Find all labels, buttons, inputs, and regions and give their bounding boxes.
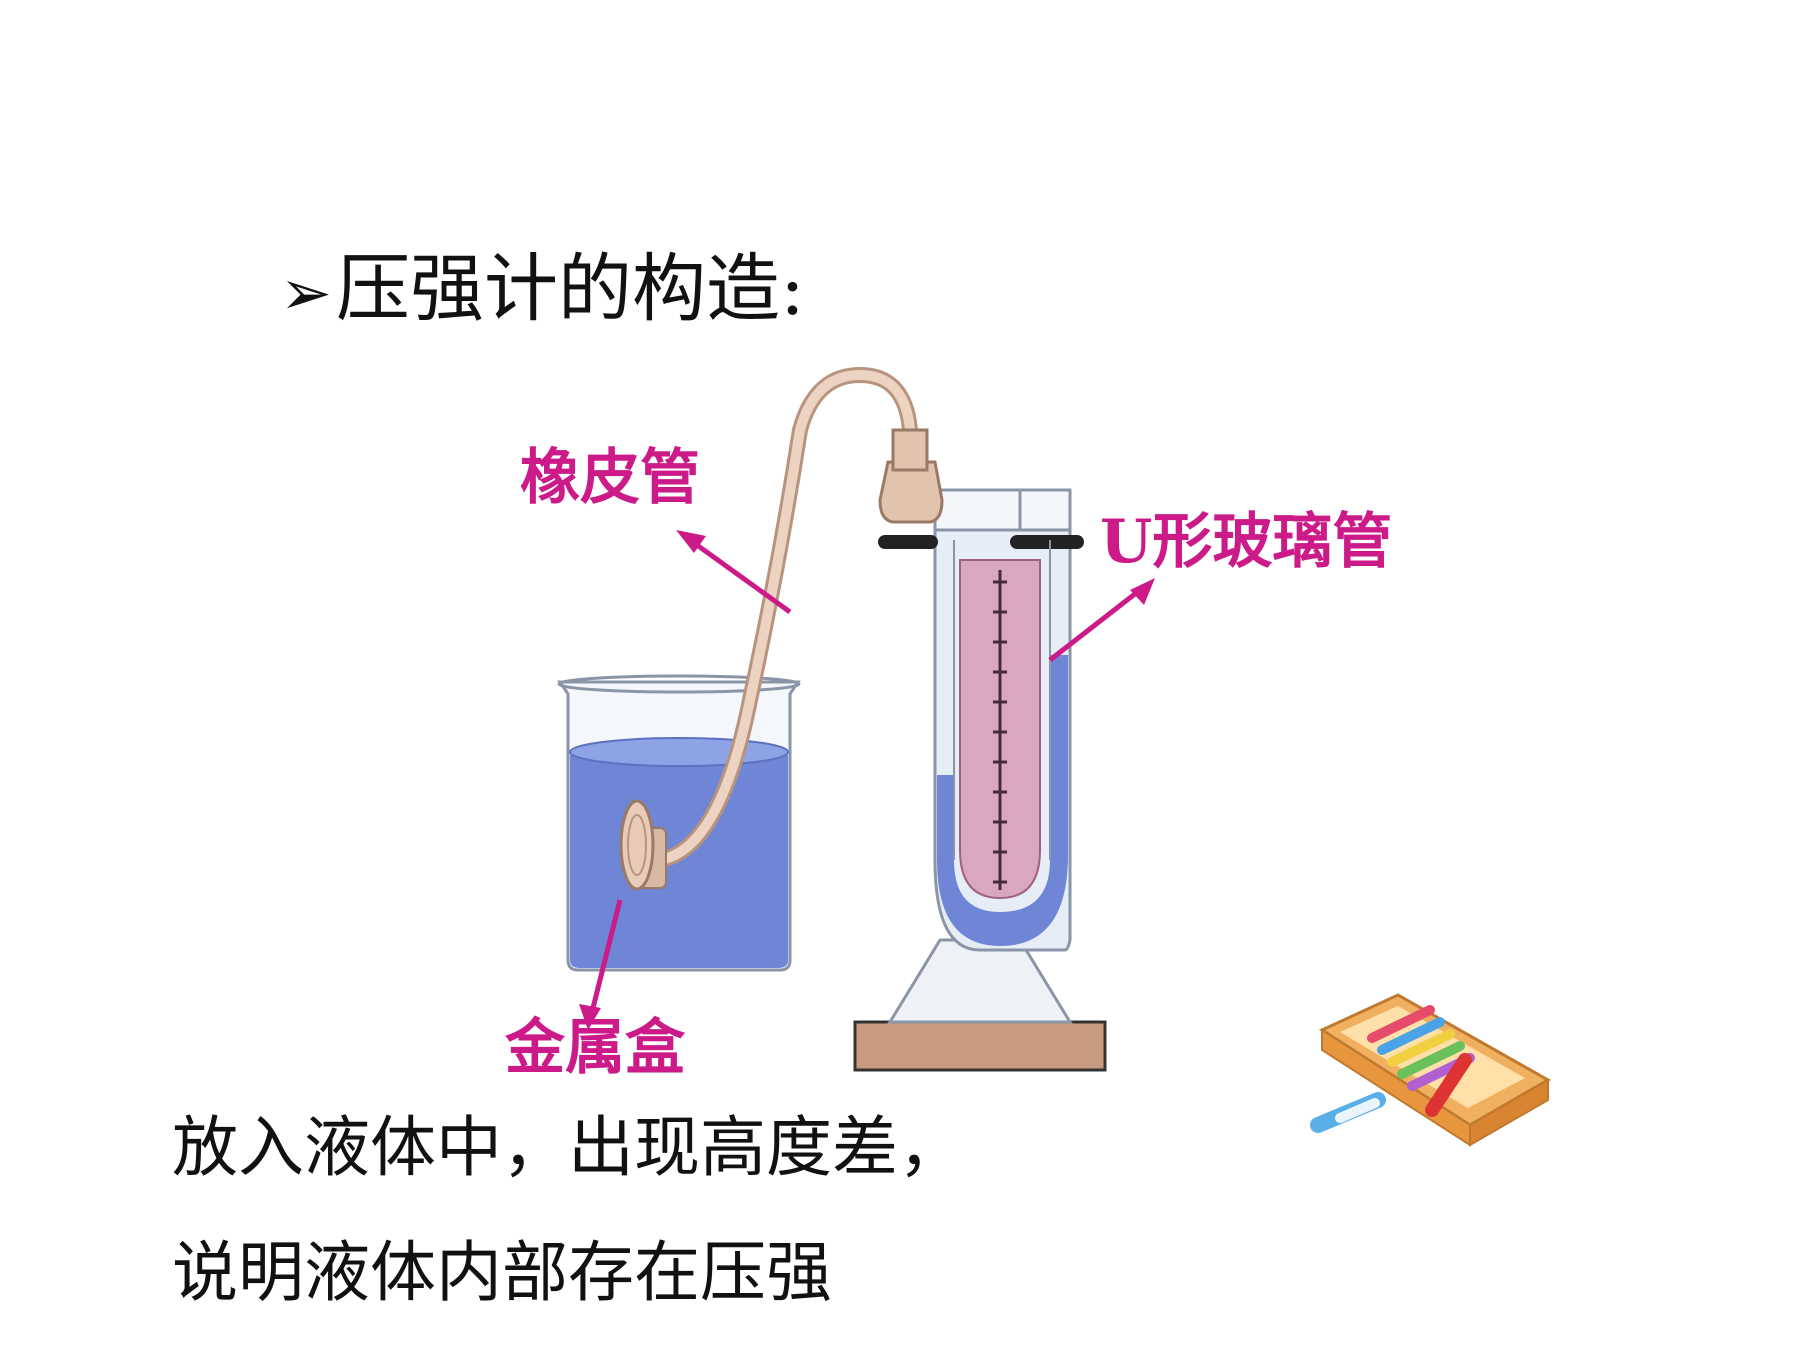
arrow-metal-box — [589, 899, 623, 1013]
crayon-box-icon — [1310, 993, 1552, 1147]
scale-ticks — [993, 580, 1007, 884]
body-line-2: 说明液体内部存在压强 — [172, 1234, 832, 1311]
label-u-tube: U形玻璃管 — [1100, 507, 1393, 577]
pointer-arrows — [579, 530, 1155, 1030]
arrow-rubber-tube — [688, 537, 792, 615]
label-rubber-tube: 橡皮管 — [520, 443, 700, 513]
beaker — [557, 674, 801, 972]
slide-title: ➢压强计的构造: — [280, 252, 805, 326]
stand-base — [853, 1020, 1107, 1072]
title-text: 压强计的构造: — [335, 246, 805, 332]
bullet-arrow-icon: ➢ — [280, 256, 332, 329]
arrow-u-tube — [1048, 588, 1142, 662]
body-line-1: 放入液体中，出现高度差， — [172, 1109, 964, 1186]
label-metal-box: 金属盒 — [505, 1013, 685, 1083]
u-tube-apparatus — [853, 428, 1107, 1072]
u-tube-liquid — [937, 655, 1068, 946]
metal-box — [619, 799, 667, 891]
